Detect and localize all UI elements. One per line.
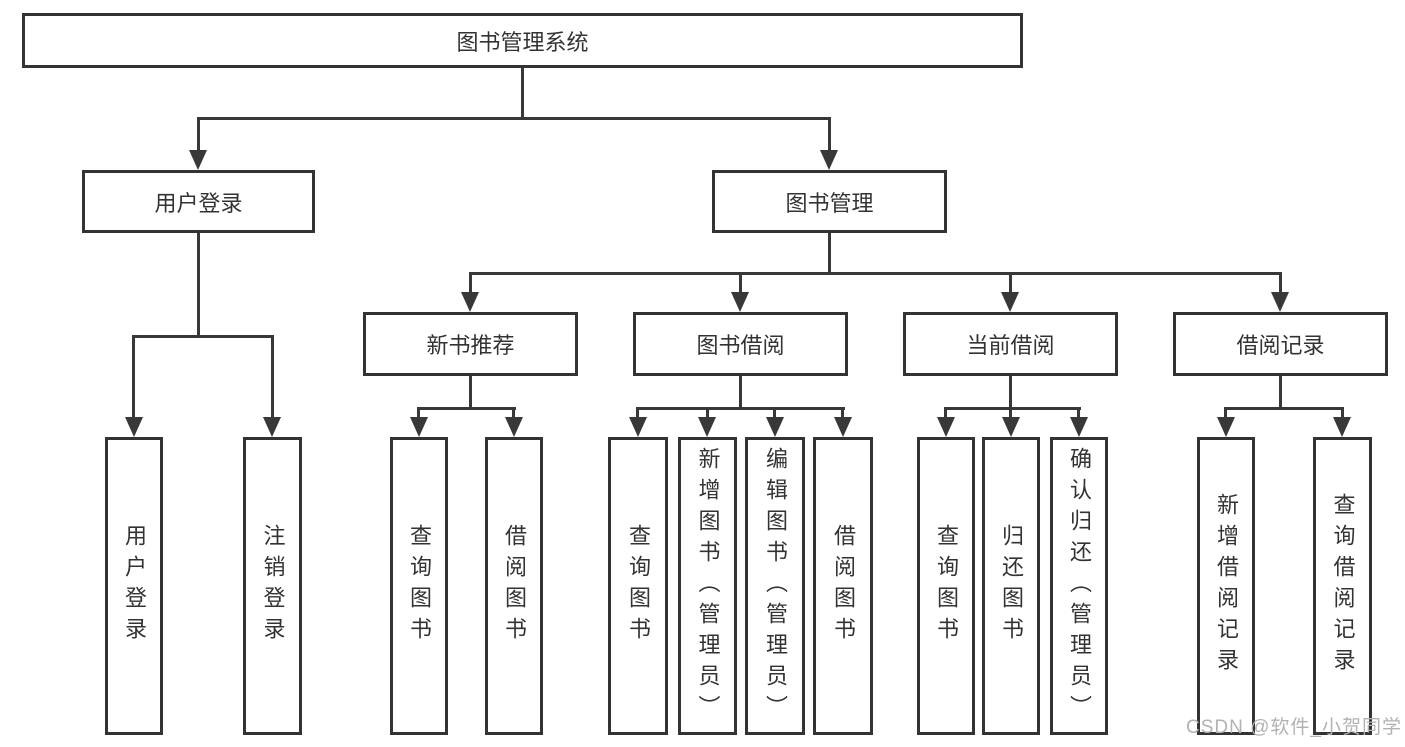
node-logout: 注销登录 [243,437,302,735]
connector-vline [132,335,135,421]
connector-vline [1009,272,1012,297]
connector-vline [636,407,639,421]
connector-vline [197,233,200,338]
connector-arrowhead-icon [731,292,749,312]
connector-vline [197,117,200,154]
node-book-borrowing: 图书借阅 [633,312,848,376]
connector-arrowhead-icon [820,150,838,170]
connector-arrowhead-icon [937,417,955,437]
connector-vline [469,272,472,297]
connector-arrowhead-icon [698,417,716,437]
node-borrowing-records: 借阅记录 [1173,312,1388,376]
connector-vline [1341,407,1344,421]
node-query-borrow-record: 查询借阅记录 [1313,437,1372,735]
connector-vline [1009,376,1012,410]
connector-hline [1224,407,1344,410]
connector-arrowhead-icon [766,417,784,437]
node-user-login-action: 用户登录 [105,437,163,735]
connector-vline [773,407,776,421]
connector-vline [1009,407,1012,421]
connector-vline [739,272,742,297]
connector-vline [1077,407,1080,421]
connector-vline [828,233,831,275]
connector-vline [521,68,524,120]
connector-vline [1279,376,1282,410]
connector-vline [841,407,844,421]
node-return-books: 归还图书 [982,437,1040,735]
connector-hline [417,407,516,410]
connector-vline [1224,407,1227,421]
connector-arrowhead-icon [1271,292,1289,312]
connector-vline [706,407,709,421]
connector-vline [469,376,472,410]
connector-arrowhead-icon [1001,292,1019,312]
node-add-borrow-record: 新增借阅记录 [1197,437,1255,735]
node-add-book-admin: 新增图书（管理员） [678,437,737,735]
connector-vline [944,407,947,421]
node-new-book-recommendation: 新书推荐 [363,312,578,376]
connector-hline [944,407,1081,410]
connector-hline [132,335,274,338]
node-borrow-books: 借阅图书 [813,437,873,735]
connector-arrowhead-icon [461,292,479,312]
node-query-books: 查询图书 [917,437,975,735]
connector-hline [636,407,845,410]
connector-arrowhead-icon [1333,417,1351,437]
node-query-books: 查询图书 [608,437,668,735]
connector-arrowhead-icon [125,417,143,437]
connector-arrowhead-icon [629,417,647,437]
connector-vline [271,335,274,421]
connector-arrowhead-icon [505,417,523,437]
node-borrow-books: 借阅图书 [485,437,543,735]
node-confirm-return-admin: 确认归还（管理员） [1050,437,1108,735]
node-book-management: 图书管理 [712,170,947,233]
connector-vline [512,407,515,421]
connector-arrowhead-icon [263,417,281,437]
connector-vline [739,376,742,410]
connector-arrowhead-icon [834,417,852,437]
node-library-system: 图书管理系统 [22,13,1023,68]
node-current-borrowing: 当前借阅 [903,312,1118,376]
connector-arrowhead-icon [189,150,207,170]
connector-arrowhead-icon [1070,417,1088,437]
connector-arrowhead-icon [410,417,428,437]
connector-vline [828,117,831,154]
connector-vline [417,407,420,421]
node-edit-book-admin: 编辑图书（管理员） [745,437,805,735]
node-query-books: 查询图书 [390,437,448,735]
connector-hline [197,117,831,120]
connector-arrowhead-icon [1217,417,1235,437]
watermark: CSDN @软件_小贺同学 [1186,717,1402,738]
connector-hline [469,272,1282,275]
node-user-login: 用户登录 [82,170,315,233]
connector-vline [1279,272,1282,297]
connector-arrowhead-icon [1002,417,1020,437]
